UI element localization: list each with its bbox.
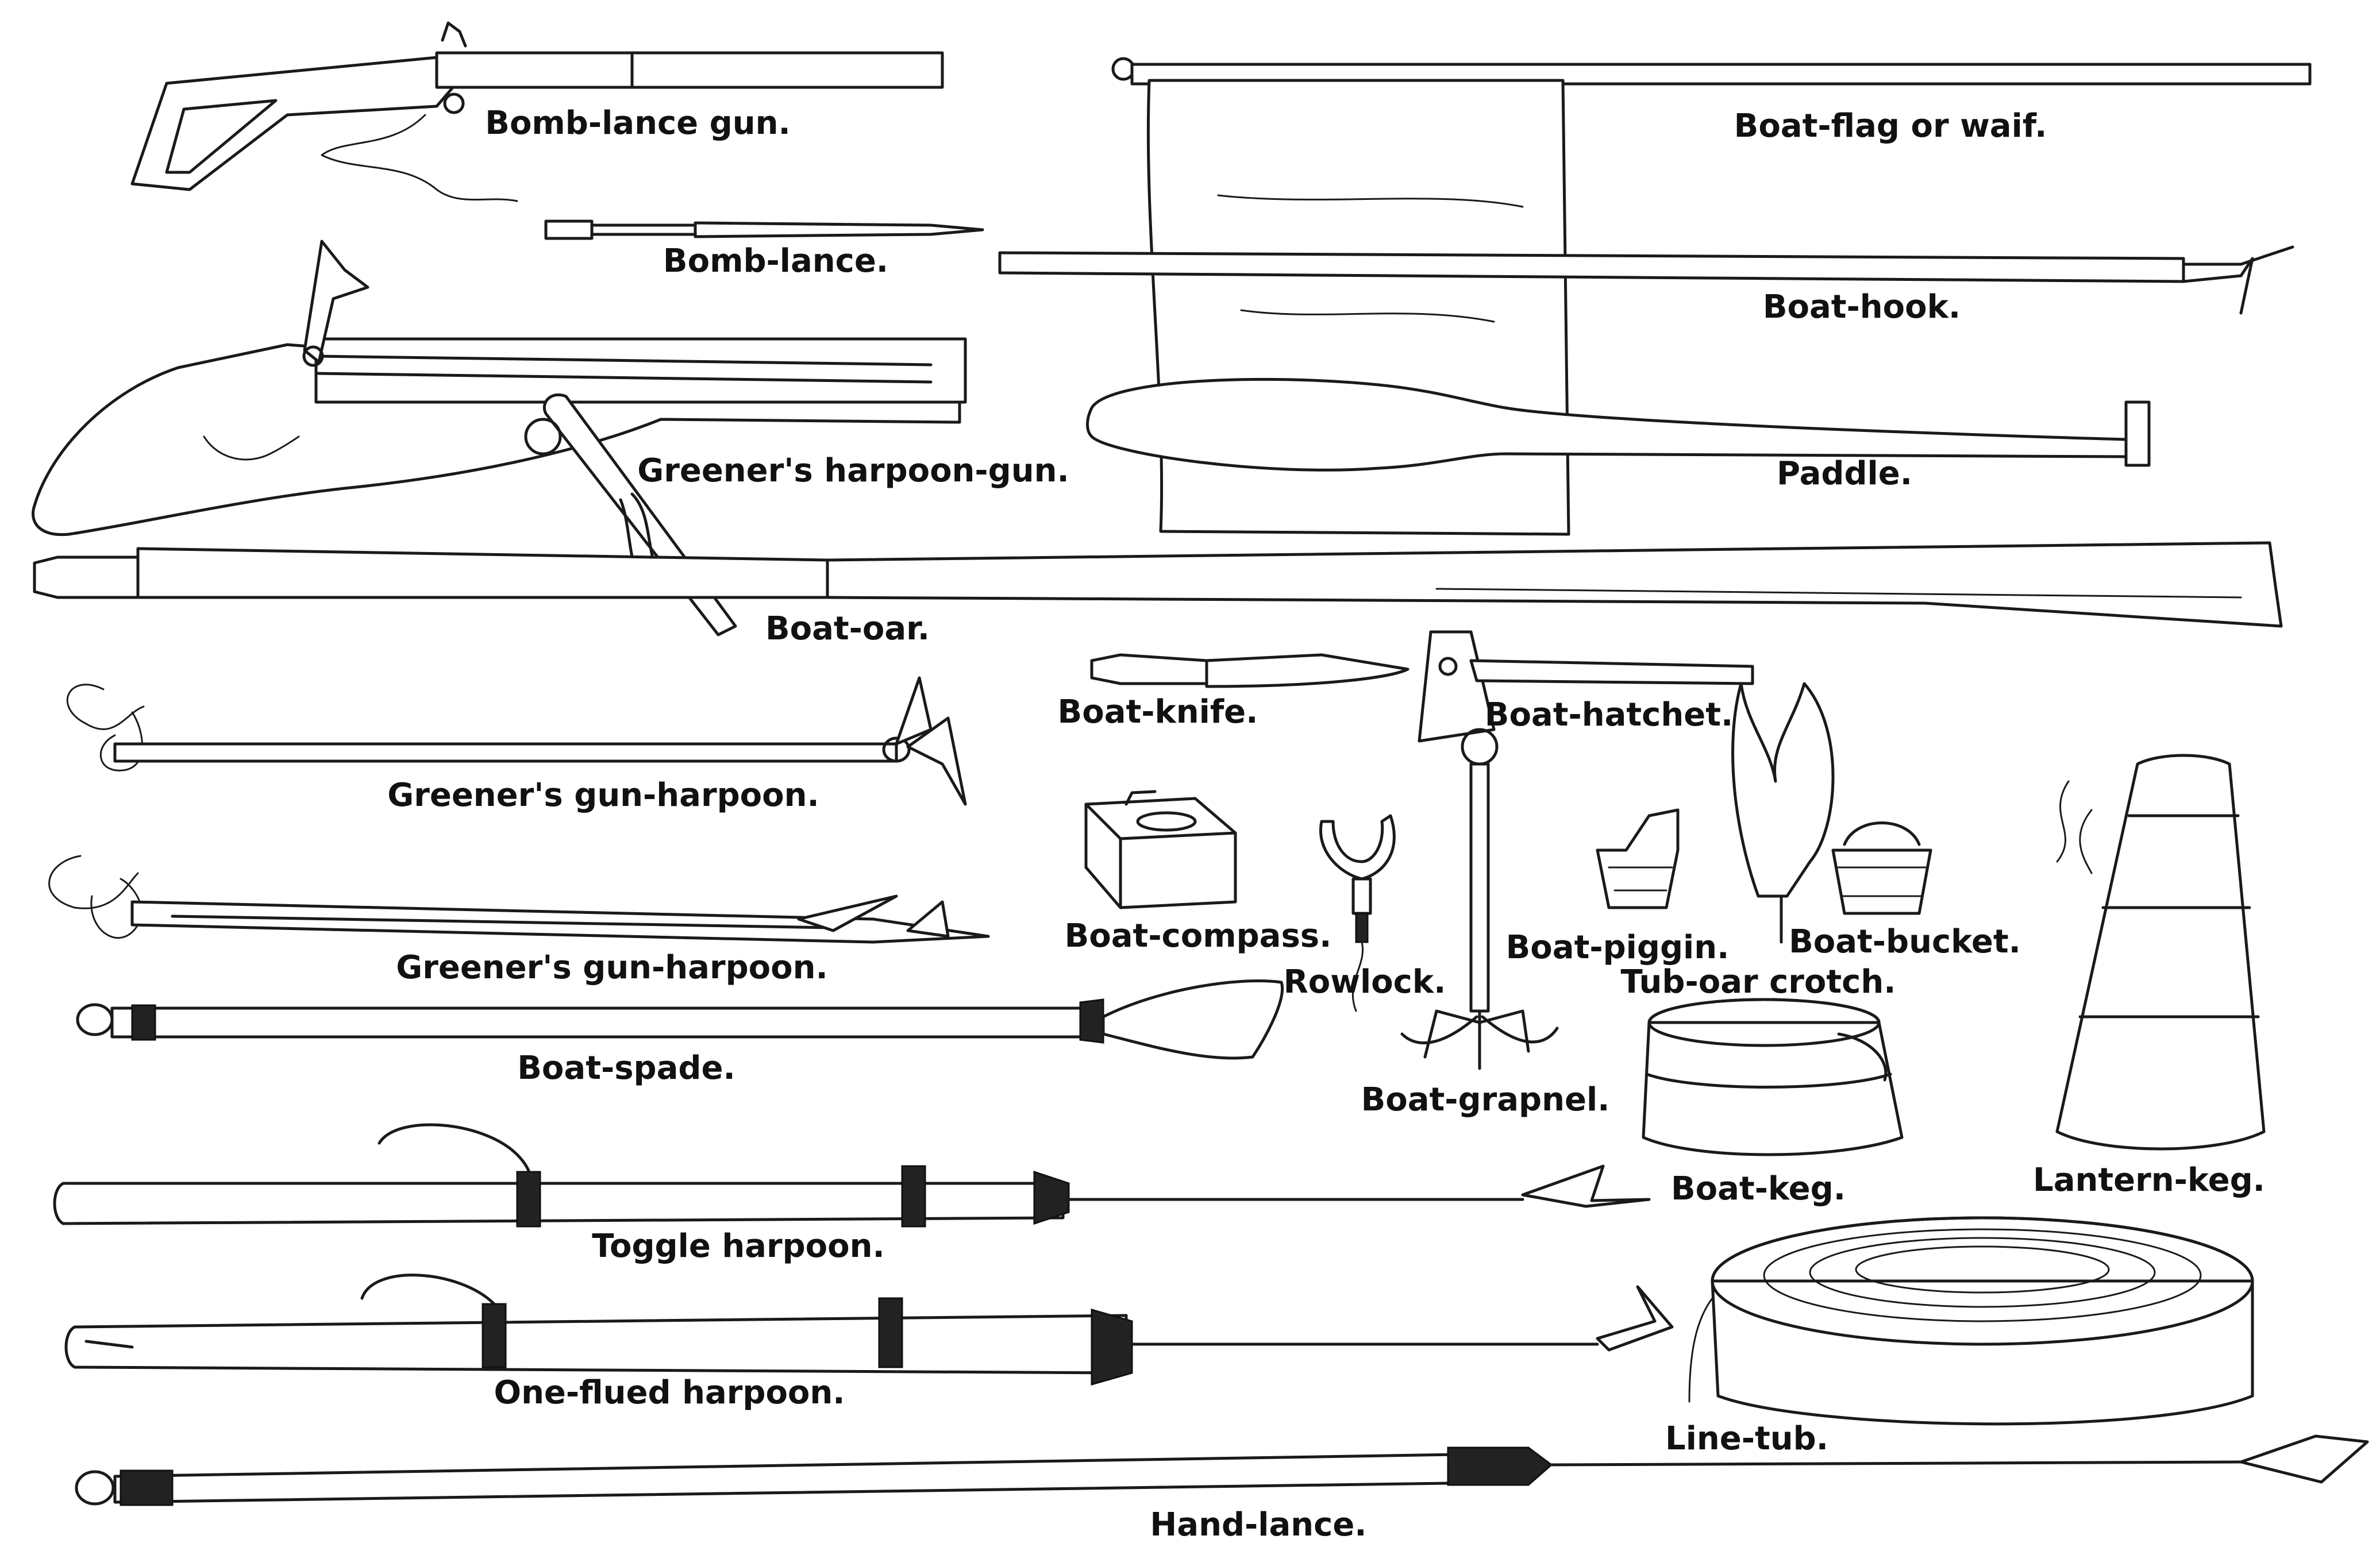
label-boat-hook: Boat-hook. — [1762, 288, 1961, 326]
label-one-flued-harpoon: One-flued harpoon. — [494, 1374, 845, 1411]
boat-knife-drawing — [1090, 653, 1409, 688]
boat-oar-drawing — [33, 541, 2283, 628]
label-toggle-harpoon: Toggle harpoon. — [592, 1228, 885, 1265]
boat-keg-drawing — [1642, 998, 1904, 1156]
label-lantern-keg: Lantern-keg. — [2033, 1162, 2265, 1199]
label-rowlock: Rowlock. — [1283, 963, 1446, 1001]
label-greeners-gun-harpoon-1: Greener's gun-harpoon. — [387, 777, 819, 814]
label-boat-grapnel: Boat-grapnel. — [1361, 1081, 1610, 1118]
label-boat-bucket: Boat-bucket. — [1789, 923, 2021, 960]
greeners-gun-harpoon-2-drawing — [48, 855, 990, 944]
label-paddle: Paddle. — [1777, 455, 1912, 492]
label-boat-piggin: Boat-piggin. — [1505, 929, 1730, 966]
lantern-keg-drawing — [2055, 754, 2266, 1151]
boat-hook-drawing — [998, 245, 2294, 315]
toggle-harpoon-drawing — [53, 1123, 1651, 1228]
label-hand-lance: Hand-lance. — [1150, 1506, 1367, 1544]
label-greeners-gun-harpoon-2: Greener's gun-harpoon. — [396, 949, 828, 986]
bomb-lance-drawing — [544, 219, 984, 240]
label-boat-spade: Boat-spade. — [517, 1050, 735, 1087]
bomb-lance-gun-drawing — [130, 21, 944, 202]
greeners-harpoon-gun-drawing — [32, 240, 967, 636]
boat-hatchet-drawing — [1418, 630, 1754, 743]
label-greeners-harpoon-gun: Greener's harpoon-gun. — [637, 452, 1069, 489]
label-boat-knife: Boat-knife. — [1057, 693, 1258, 731]
one-flued-harpoon-drawing — [64, 1274, 1674, 1386]
label-boat-keg: Boat-keg. — [1670, 1170, 1846, 1207]
line-tub-drawing — [1688, 1216, 2254, 1426]
label-bomb-lance: Bomb-lance. — [663, 242, 889, 280]
hand-lance-drawing — [75, 1434, 2369, 1506]
greeners-gun-harpoon-1-drawing — [66, 676, 967, 806]
boat-spade-drawing — [76, 979, 1284, 1060]
rowlock-drawing — [1319, 814, 1396, 1012]
label-line-tub: Line-tub. — [1665, 1420, 1828, 1457]
boat-compass-drawing — [1084, 790, 1237, 909]
boat-grapnel-drawing — [1400, 728, 1559, 1070]
label-boat-flag: Boat-flag or waif. — [1734, 107, 2047, 145]
label-boat-hatchet: Boat-hatchet. — [1484, 696, 1734, 734]
boat-piggin-drawing — [1596, 808, 1680, 909]
label-bomb-lance-gun: Bomb-lance gun. — [485, 105, 791, 142]
label-boat-compass: Boat-compass. — [1064, 917, 1332, 955]
boat-bucket-drawing — [1831, 821, 1932, 915]
label-tub-oar-crotch: Tub-oar crotch. — [1620, 963, 1896, 1001]
paddle-drawing — [1086, 377, 2151, 472]
tub-oar-crotch-drawing — [1731, 682, 1835, 944]
label-boat-oar: Boat-oar. — [765, 610, 930, 647]
